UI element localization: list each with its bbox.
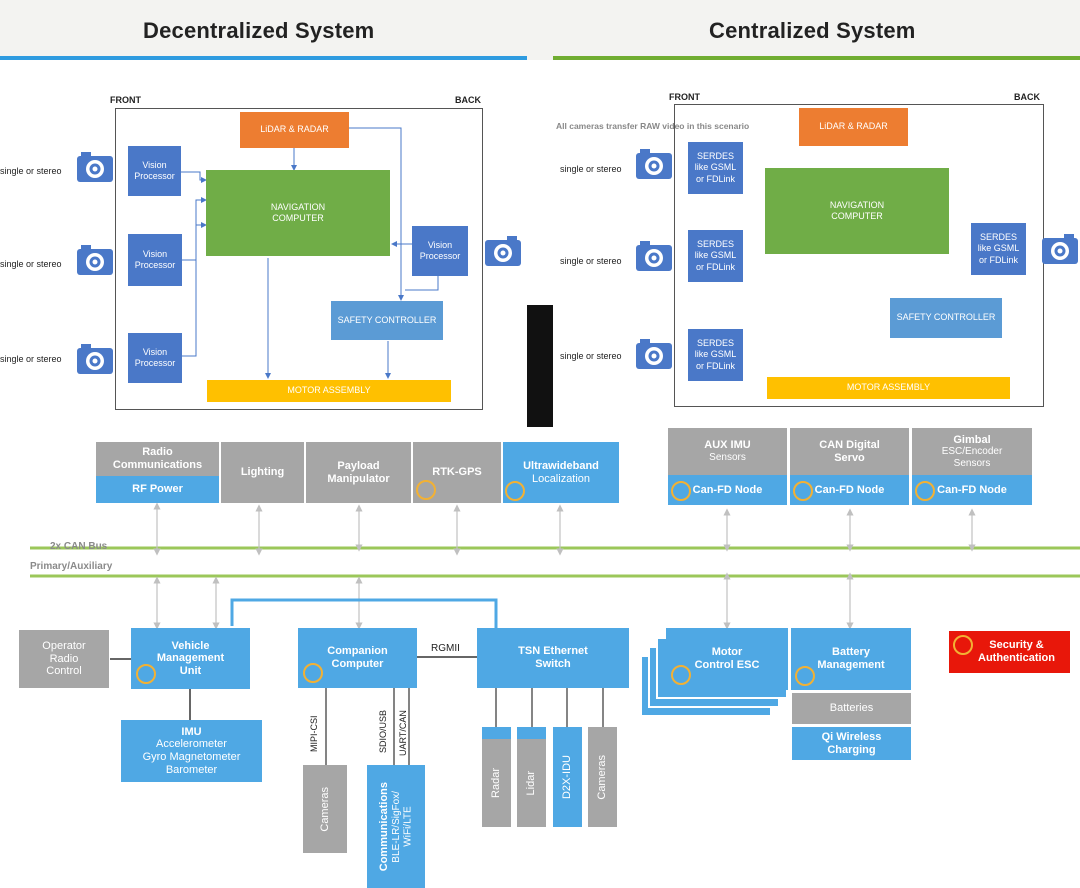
camera-label-r1: single or stereo (560, 164, 622, 174)
radar-label: Radar (490, 768, 503, 798)
camera-icon (1042, 234, 1078, 264)
camera-icon (636, 149, 672, 179)
camera-label-2: single or stereo (0, 259, 62, 269)
camera-icon (636, 339, 672, 369)
serdes-rear: SERDES like GSML or FDLink (971, 223, 1026, 275)
front-label: FRONT (110, 95, 141, 105)
rf-power-box: RF Power (96, 476, 219, 503)
payload-manipulator-box: Payload Manipulator (306, 442, 411, 503)
canfd-node-2: Can-FD Node (790, 475, 909, 505)
navigation-computer-right: NAVIGATION COMPUTER (765, 168, 949, 254)
radar-box: Radar (482, 739, 511, 827)
ultrawideband-box: Ultrawideband Localization (503, 442, 619, 503)
safety-controller-left: SAFETY CONTROLLER (331, 301, 443, 340)
companion-computer-box: Companion Computer (298, 628, 417, 688)
lidar-radar-box-left: LiDAR & RADAR (240, 112, 349, 148)
camera-icon (636, 241, 672, 271)
centralized-title: Centralized System (709, 18, 916, 43)
d2x-idu-label: D2X-IDU (561, 754, 574, 799)
back-label-right: BACK (1014, 92, 1040, 102)
radar-cap (482, 727, 511, 739)
can-bus-label: 2x CAN Bus (50, 541, 108, 552)
qi-wireless-charging-box: Qi Wireless Charging (792, 727, 911, 760)
vision-processor-2: Vision Processor (128, 234, 182, 286)
vision-processor-3: Vision Processor (128, 333, 182, 383)
lighting-box: Lighting (221, 442, 304, 503)
serdes-1: SERDES like GSML or FDLink (688, 142, 743, 194)
battery-management-box: Battery Management (791, 628, 911, 690)
aux-imu-sub: Sensors (709, 452, 746, 464)
decentralized-accent-bar (0, 56, 527, 60)
lock-icon (303, 663, 323, 683)
communications-box: Communications BLE-LR/SigFox/ WiFi/LTE (367, 765, 425, 888)
camera-icon (77, 344, 113, 374)
uart-can-label: UART/CAN (398, 710, 408, 756)
lock-icon (416, 480, 436, 500)
uwb-sub: Localization (531, 472, 591, 485)
safety-controller-right: SAFETY CONTROLLER (890, 298, 1002, 338)
navigation-computer-left: NAVIGATION COMPUTER (206, 170, 390, 256)
cameras-label: Cameras (318, 786, 331, 832)
lock-icon (671, 481, 691, 501)
cameras-box-tsn: Cameras (588, 727, 617, 827)
aux-imu-box: AUX IMU Sensors (668, 428, 787, 475)
back-label: BACK (455, 95, 481, 105)
lock-icon (953, 635, 973, 655)
d2x-idu-box: D2X-IDU (553, 727, 582, 827)
serdes-2: SERDES like GSML or FDLink (688, 230, 743, 282)
camera-label-3: single or stereo (0, 354, 62, 364)
radio-communications-box: Radio Communications (96, 442, 219, 476)
camera-label-r2: single or stereo (560, 256, 622, 266)
header-band (0, 0, 1080, 60)
vision-processor-rear: Vision Processor (412, 226, 468, 276)
cameras-label: Cameras (596, 754, 609, 800)
imu-title: IMU (181, 725, 202, 738)
serdes-3: SERDES like GSML or FDLink (688, 329, 743, 381)
rtk-gps-box: RTK-GPS (413, 442, 501, 503)
bottom-connectors (30, 502, 1080, 765)
sdio-usb-label: SDIO/USB (378, 709, 388, 753)
cameras-box-companion: Cameras (303, 765, 347, 853)
panel-divider (527, 305, 553, 427)
primary-auxiliary-label: Primary/Auxiliary (30, 561, 113, 572)
gimbal-title: Gimbal (953, 433, 991, 446)
lidar-label: Lidar (525, 770, 538, 796)
batteries-box: Batteries (792, 693, 911, 724)
lock-icon (671, 665, 691, 685)
lock-icon (795, 666, 815, 686)
motor-assembly-left: MOTOR ASSEMBLY (207, 380, 451, 402)
uwb-title: Ultrawideband (523, 459, 599, 472)
lock-icon (793, 481, 813, 501)
aux-imu-title: AUX IMU (704, 439, 751, 452)
motor-assembly-right: MOTOR ASSEMBLY (767, 377, 1010, 399)
lock-icon (505, 481, 525, 501)
imu-body: Accelerometer Gyro Magnetometer Baromete… (142, 738, 241, 776)
tsn-ethernet-switch-box: TSN Ethernet Switch (477, 628, 629, 688)
raw-video-note: All cameras transfer RAW video in this s… (556, 121, 750, 131)
gimbal-sub: ESC/Encoder Sensors (941, 446, 1003, 469)
gimbal-box: Gimbal ESC/Encoder Sensors (912, 428, 1032, 475)
vision-processor-1: Vision Processor (128, 146, 181, 196)
imu-box: IMU Accelerometer Gyro Magnetometer Baro… (121, 720, 262, 782)
camera-icon (485, 236, 521, 266)
lidar-cap (517, 727, 546, 739)
lidar-radar-box-right: LiDAR & RADAR (799, 108, 908, 146)
rgmii-label: RGMII (431, 643, 460, 654)
camera-label-r3: single or stereo (560, 351, 622, 361)
camera-label-1: single or stereo (0, 166, 62, 176)
canfd-node-1: Can-FD Node (668, 475, 787, 505)
decentralized-title: Decentralized System (143, 18, 375, 43)
camera-icon (77, 245, 113, 275)
front-label-right: FRONT (669, 92, 700, 102)
operator-radio-control-box: Operator Radio Control (19, 630, 109, 688)
centralized-accent-bar (553, 56, 1080, 60)
mipi-csi-label: MIPI-CSI (309, 715, 319, 752)
lock-icon (136, 664, 156, 684)
lidar-box: Lidar (517, 739, 546, 827)
communications-sub: BLE-LR/SigFox/ WiFi/LTE (391, 790, 414, 863)
lock-icon (915, 481, 935, 501)
can-digital-servo-box: CAN Digital Servo (790, 428, 909, 475)
camera-icon (77, 152, 113, 182)
communications-title: Communications (377, 781, 390, 872)
